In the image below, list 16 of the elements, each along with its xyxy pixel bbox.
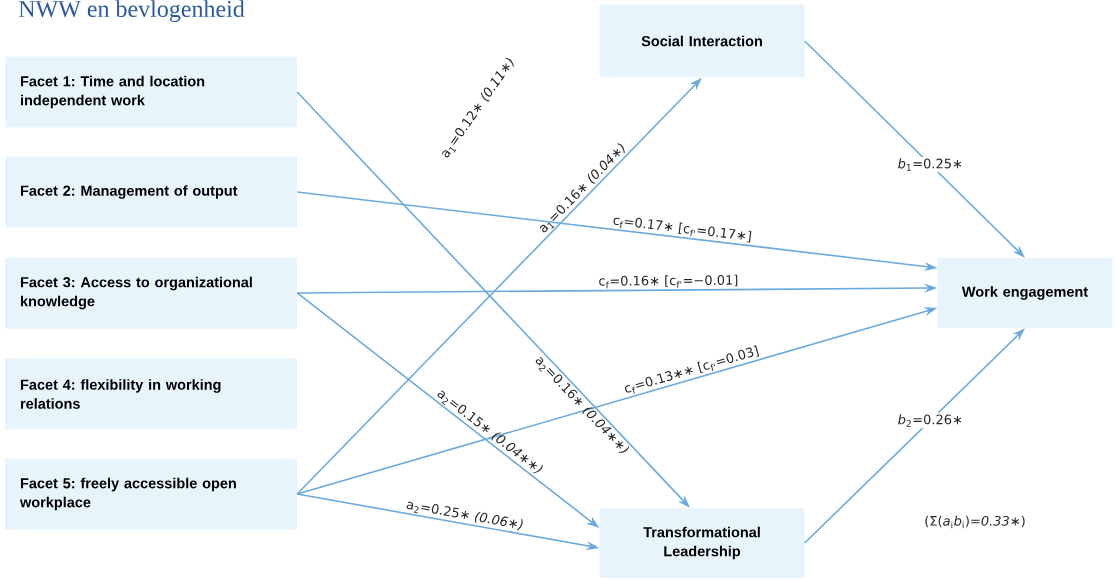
variable-box: Social Interaction [599,4,805,78]
factor-box: Facet 5: freely accessible open workplace [5,458,297,530]
edge-label: b$_{1}$=0.25∗ [896,156,965,173]
variable-box: Transformational Leadership [599,508,805,578]
edge-label: c$_{f}$=0.17∗ [c$_{f'}$=0.17∗] [613,217,752,243]
factor-box: Facet 3: Access to organizational knowledge [5,257,297,329]
factor-box: Facet 2: Management of output [5,156,297,228]
coefficient-label: (Σ(a$_{i}$b$_{i}$)=0.33∗) [925,515,1025,529]
edge-label: b$_{2}$=0.26∗ [896,412,965,429]
title: NWW en bevlogenheid [18,0,245,22]
edge-label: c$_{f}$=0.16∗ [c$_{f'}$=−0.01] [599,274,738,289]
variable-box: Work engagement [937,258,1113,328]
factor-box: Facet 1: Time and location independent work [5,56,297,128]
factor-box: Facet 4: flexibility in working relations [5,358,297,430]
edge-label: a$_{2}$=0.25∗ (0.06∗) [406,501,523,531]
edge-label: c$_{f}$=0.13∗∗ [c$_{f'}$=0.03] [625,345,760,394]
